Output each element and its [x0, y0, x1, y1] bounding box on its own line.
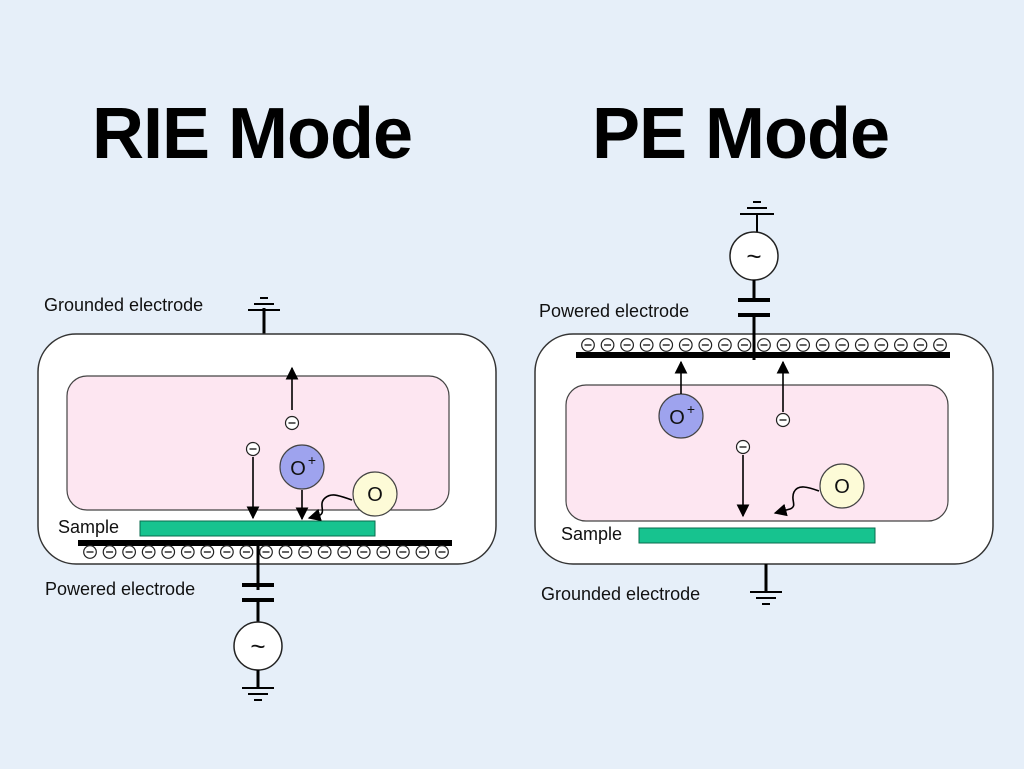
sheath-electron: [415, 545, 430, 559]
pe-plasma-region: [565, 384, 949, 522]
pe-rf-source-icon: ~: [729, 231, 779, 281]
pe-capacitor-icon: [738, 298, 770, 317]
rie-electron-down: [245, 441, 261, 520]
pe-rf-symbol: ~: [746, 241, 761, 271]
rie-rf-symbol: ~: [250, 631, 265, 661]
sheath-electron: [854, 338, 869, 352]
pe-mode-title: PE Mode: [592, 94, 890, 174]
pe-radical-arrow: [773, 486, 820, 517]
pe-electron-down: [735, 439, 751, 518]
sheath-electron: [776, 338, 791, 352]
sheath-electron: [757, 338, 771, 352]
rie-oxygen-ion: O +: [279, 444, 325, 490]
rie-diagram: Grounded electrode Sample Powered electr…: [37, 295, 497, 701]
pe-electron-up: [775, 360, 791, 428]
sheath-electron: [678, 338, 693, 352]
rie-radical-arrow: [307, 494, 353, 522]
pe-bottom-electrode-label: Grounded electrode: [541, 584, 700, 604]
sheath-electron: [239, 545, 254, 559]
pe-diagram: ~ Powered electrode Sample Grounded elec…: [534, 201, 994, 605]
sheath-electron: [435, 545, 449, 559]
sheath-electron: [337, 545, 352, 559]
pe-electron-sheath: [581, 338, 947, 352]
sheath-electron: [317, 545, 332, 559]
sheath-electron: [717, 338, 732, 352]
pe-sample: [638, 527, 876, 544]
svg-text:O: O: [669, 407, 685, 429]
svg-text:+: +: [308, 452, 316, 468]
sheath-electron: [796, 338, 811, 352]
sheath-electron: [161, 545, 176, 559]
svg-text:O: O: [290, 458, 306, 480]
rie-bottom-electrode-label: Powered electrode: [45, 579, 195, 599]
sheath-electron: [600, 338, 615, 352]
sheath-electron: [102, 545, 117, 559]
sheath-electron: [141, 545, 156, 559]
sheath-electron: [913, 338, 928, 352]
rie-top-electrode-label: Grounded electrode: [44, 295, 203, 315]
pe-top-electrode-label: Powered electrode: [539, 301, 689, 321]
pe-powered-electrode-plate: [576, 352, 950, 358]
sheath-electron: [893, 338, 908, 352]
sheath-electron: [356, 545, 371, 559]
sheath-electron: [200, 545, 215, 559]
sheath-electron: [395, 545, 410, 559]
sheath-electron: [278, 545, 293, 559]
pe-top-ground-icon: [740, 201, 774, 232]
svg-text:O: O: [834, 476, 850, 498]
sheath-electron: [815, 338, 830, 352]
rie-electron-up: [284, 366, 300, 431]
rie-rf-source-icon: ~: [233, 621, 283, 671]
sheath-electron: [122, 545, 137, 559]
sheath-electron: [219, 545, 234, 559]
svg-text:O: O: [367, 484, 383, 506]
pe-oxygen-radical: O: [819, 463, 865, 509]
sheath-electron: [581, 338, 595, 352]
rie-sample: [139, 520, 376, 537]
sheath-electron: [376, 545, 391, 559]
rie-sample-label: Sample: [58, 517, 119, 537]
sheath-electron: [259, 545, 273, 559]
rie-oxygen-radical: O: [352, 471, 398, 517]
rie-electron-sheath: [83, 545, 449, 559]
rie-bottom-ground-icon: [242, 687, 274, 701]
sheath-electron: [835, 338, 850, 352]
svg-text:+: +: [687, 401, 695, 417]
sheath-electron: [874, 338, 889, 352]
sheath-electron: [933, 338, 947, 352]
sheath-electron: [298, 545, 313, 559]
sheath-electron: [639, 338, 654, 352]
sheath-electron: [180, 545, 195, 559]
sheath-electron: [659, 338, 674, 352]
rie-mode-title: RIE Mode: [92, 94, 413, 174]
rie-top-ground-icon: [248, 297, 280, 334]
sheath-electron: [83, 545, 97, 559]
pe-sample-label: Sample: [561, 524, 622, 544]
pe-bottom-ground-icon: [750, 591, 782, 605]
pe-oxygen-ion: O +: [658, 393, 704, 439]
sheath-electron: [620, 338, 635, 352]
sheath-electron: [737, 338, 752, 352]
sheath-electron: [698, 338, 713, 352]
rie-powered-electrode-plate: [78, 540, 452, 546]
